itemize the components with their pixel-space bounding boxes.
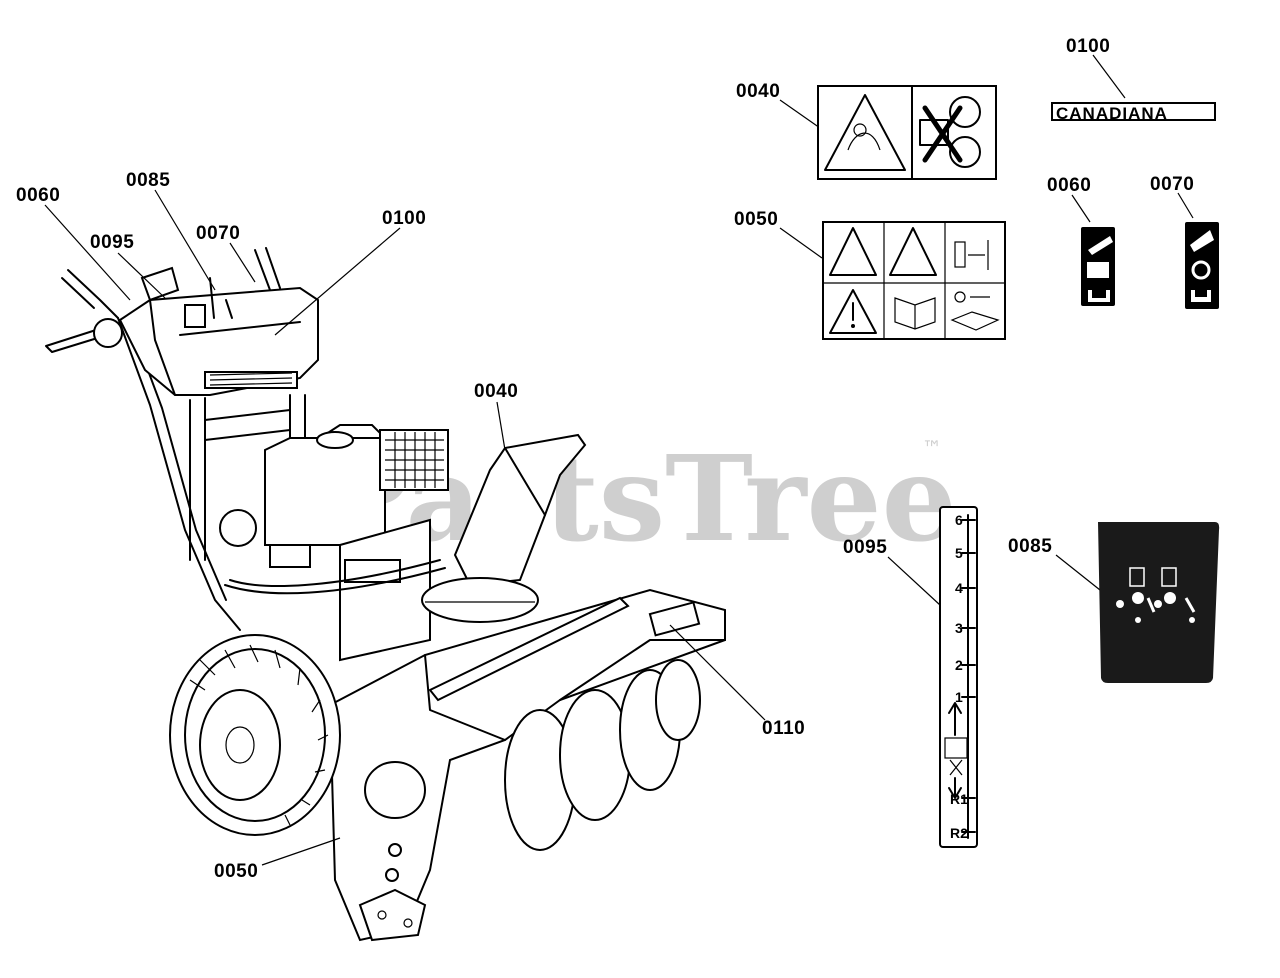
scale-mark-3: 3 [955, 620, 963, 636]
callout-0095-decal: 0095 [843, 537, 887, 558]
snowblower-illustration [45, 247, 726, 942]
brand-logo-text: CANADIANA [1056, 104, 1168, 123]
engine-vent-grid [385, 432, 444, 488]
callout-0060-decal: 0060 [1047, 175, 1091, 196]
decal-0060 [1081, 227, 1115, 306]
auger-spirals [504, 659, 701, 851]
decal-0040 [817, 85, 997, 180]
arrow-up-icon [948, 702, 962, 736]
decal-0070 [1185, 222, 1219, 309]
decal-0050 [822, 221, 1006, 340]
callout-0050-main: 0050 [214, 861, 258, 882]
scale-mark-r2: R2 [950, 825, 968, 841]
decal-0085 [1098, 522, 1220, 683]
callout-0100-main: 0100 [382, 208, 426, 229]
scale-mark-1: 1 [955, 689, 963, 705]
callout-0070-decal: 0070 [1150, 174, 1194, 195]
scale-mark-6: 6 [955, 512, 963, 528]
callout-0060-main: 0060 [16, 185, 60, 206]
callout-0100-decal: 0100 [1066, 36, 1110, 57]
scale-mark-5: 5 [955, 545, 963, 561]
callout-labels: 0060 0085 0095 0070 0100 0040 0110 0050 … [16, 36, 1194, 882]
wheel [169, 634, 341, 836]
scale-mark-4: 4 [955, 580, 963, 596]
callout-0040-decal: 0040 [736, 81, 780, 102]
callout-0040-main: 0040 [474, 381, 518, 402]
callout-0110-main: 0110 [762, 718, 805, 739]
arrow-down-icon [948, 777, 962, 799]
brand-logo-decal: CANADIANA [1051, 102, 1216, 123]
callout-0085-main: 0085 [126, 170, 170, 191]
callout-0050-decal: 0050 [734, 209, 778, 230]
leader-lines [44, 54, 1194, 866]
callout-0085-decal: 0085 [1008, 536, 1052, 557]
callout-0070-main: 0070 [196, 223, 240, 244]
decal-0095-speed-scale: 6 5 4 3 2 1 R1 R2 [939, 506, 978, 848]
scale-mark-2: 2 [955, 657, 963, 673]
watermark-tm: ™ [922, 436, 942, 460]
scale-mark-r1: R1 [950, 791, 968, 807]
callout-0095-main: 0095 [90, 232, 134, 253]
